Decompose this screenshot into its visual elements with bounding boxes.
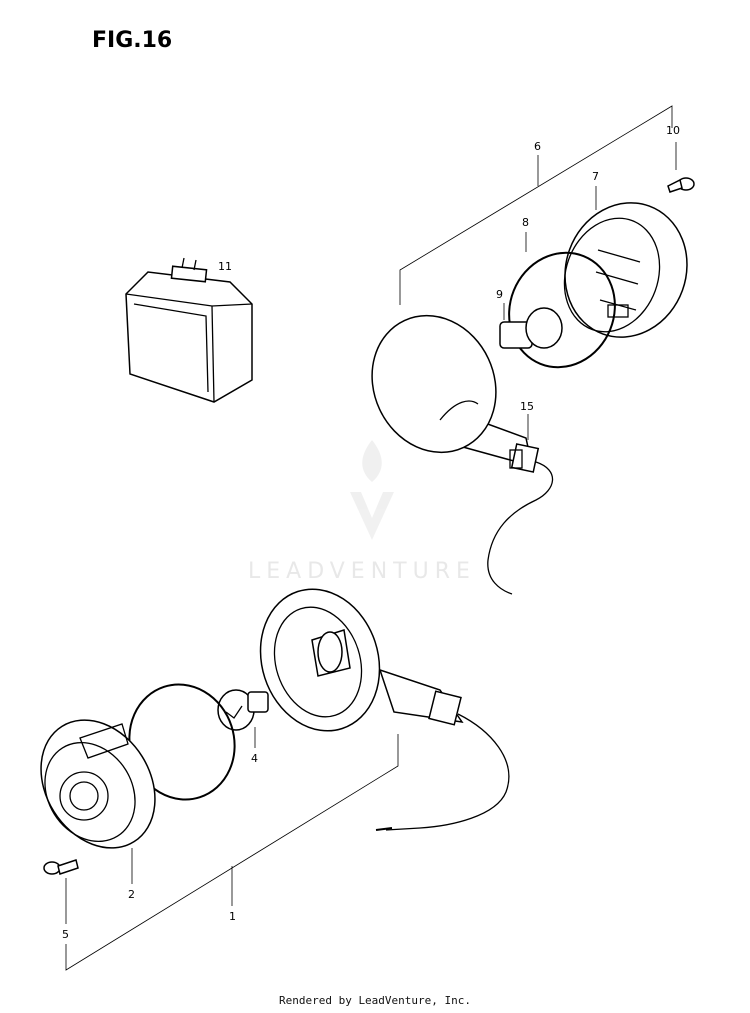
part-9-bulb <box>499 303 563 349</box>
callout-7: 7 <box>592 170 599 183</box>
watermark-logo-icon <box>350 440 394 540</box>
part-7-rear-housing <box>563 186 688 338</box>
callout-9: 9 <box>496 288 503 301</box>
callout-5: 5 <box>62 928 69 941</box>
callout-labels: 1 2 4 5 6 7 8 9 10 11 15 <box>62 124 680 941</box>
bracket-6 <box>399 105 673 305</box>
callout-2: 2 <box>128 888 135 901</box>
part-10-screw <box>667 142 695 193</box>
watermark: LEADVENTURE <box>248 440 476 584</box>
callout-1: 1 <box>229 910 236 923</box>
callout-4: 4 <box>251 752 258 765</box>
part-15-nut <box>509 449 523 469</box>
callout-10: 10 <box>666 124 680 137</box>
part-11-flasher-relay <box>125 257 253 403</box>
bracket-1 <box>65 734 399 971</box>
callout-11: 11 <box>218 260 232 273</box>
part-2-lens <box>40 719 156 884</box>
part-4-bulb <box>217 689 269 748</box>
watermark-text: LEADVENTURE <box>248 559 476 584</box>
figure-title: FIG.16 <box>92 28 172 53</box>
lower-housing <box>259 588 510 831</box>
footer-credit: Rendered by LeadVenture, Inc. <box>278 994 472 1007</box>
upper-shell-with-stem <box>371 314 554 595</box>
part-5-screw <box>43 859 79 924</box>
part-8-gasket <box>508 232 616 369</box>
callout-15: 15 <box>520 400 534 413</box>
callout-6: 6 <box>534 140 541 153</box>
callout-8: 8 <box>522 216 529 229</box>
